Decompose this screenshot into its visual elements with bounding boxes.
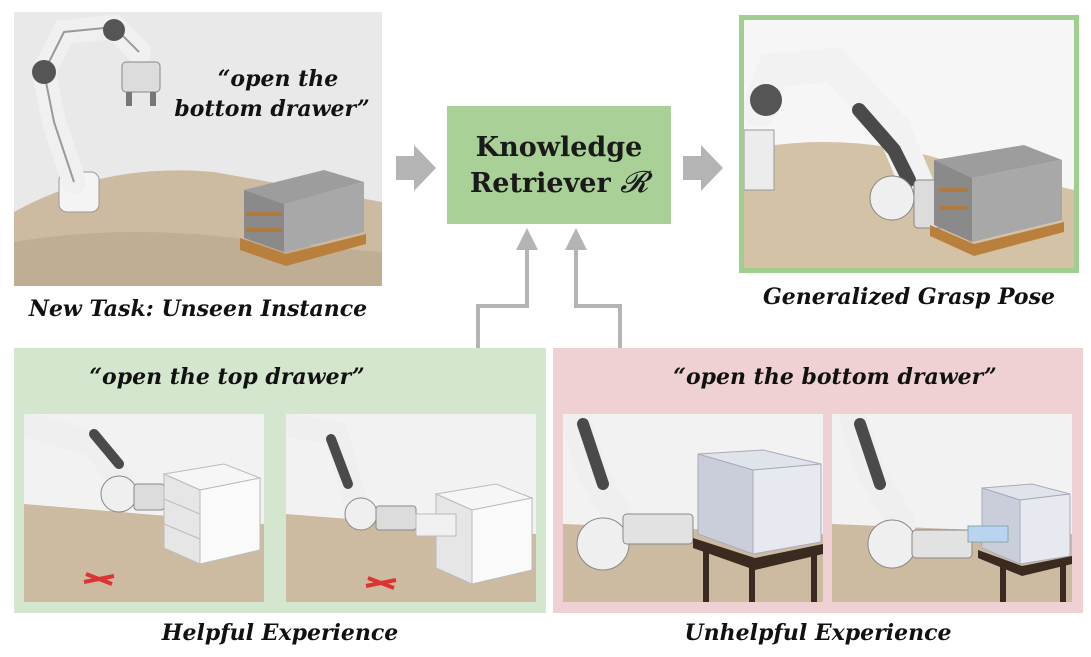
new-task-quote-line1: “open the xyxy=(217,66,339,92)
unhelpful-connector-arrowhead xyxy=(565,228,587,250)
helpful-quote: “open the top drawer” xyxy=(89,364,365,390)
output-frame xyxy=(739,15,1079,273)
white-cabinet-graphic xyxy=(697,449,822,555)
drawer-cabinet-graphic xyxy=(930,145,1064,256)
new-task-caption: New Task: Unseen Instance xyxy=(28,296,368,322)
plastic-drawers-graphic xyxy=(415,483,534,585)
helpful-caption: Helpful Experience xyxy=(161,620,399,646)
helpful-connector-arrowhead xyxy=(516,228,538,250)
wooden-stool-graphic xyxy=(978,550,1072,602)
output-caption: Generalized Grasp Pose xyxy=(763,284,1055,310)
helpful-photo-2 xyxy=(286,414,536,602)
unhelpful-photo-1 xyxy=(563,414,823,602)
helpful-photo-1 xyxy=(24,414,264,602)
retriever-line2: Retriever 𝓡 xyxy=(470,165,648,201)
unhelpful-quote: “open the bottom drawer” xyxy=(673,364,997,390)
plastic-drawers-graphic xyxy=(162,463,262,565)
retriever-line1: Knowledge xyxy=(475,131,643,163)
retriever-word: Retriever xyxy=(469,167,611,199)
new-task-quote-line2: bottom drawer” xyxy=(174,96,370,122)
arrow-to-retriever xyxy=(396,145,436,191)
new-task-photo xyxy=(14,12,382,286)
generalized-grasp-photo xyxy=(744,20,1074,268)
robot-arm-graphic xyxy=(31,14,161,213)
drawer-cabinet-graphic xyxy=(240,170,366,266)
unhelpful-photo-2 xyxy=(832,414,1072,602)
knowledge-retriever-box: Knowledge Retriever 𝓡 xyxy=(447,106,671,224)
white-cabinet-graphic xyxy=(967,483,1071,565)
retriever-symbol: 𝓡 xyxy=(620,164,649,200)
unhelpful-caption: Unhelpful Experience xyxy=(684,620,952,646)
wooden-stool-graphic xyxy=(693,538,823,602)
arrow-from-retriever xyxy=(683,145,723,191)
